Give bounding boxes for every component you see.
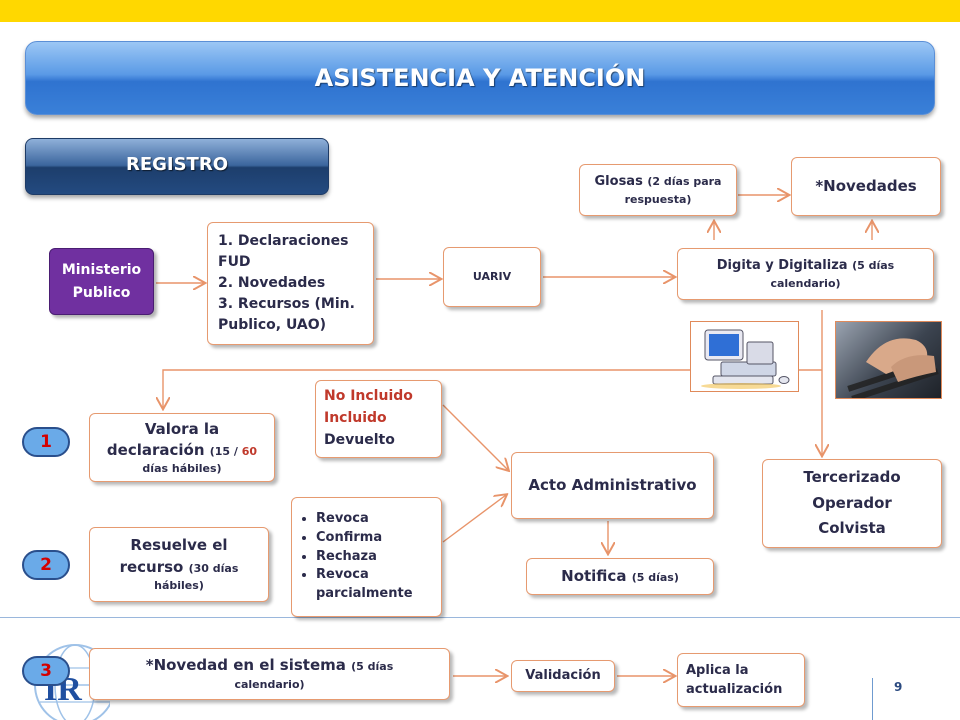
valora-main: declaración: [106, 440, 205, 459]
resuelve-line-2: recurso (30 días: [120, 557, 239, 579]
notifica-line: Notifica (5 días): [561, 566, 679, 588]
digita-detail-a: (5 días: [852, 259, 895, 272]
node-digita: Digita y Digitaliza (5 días calendario): [677, 248, 934, 300]
page-title: ASISTENCIA Y ATENCIÓN: [314, 64, 646, 92]
decisiones-list: Revoca Confirma Rechaza Revoca parcialme…: [296, 510, 441, 604]
notifica-detail: (5 días): [631, 570, 679, 584]
node-resuelve: Resuelve el recurso (30 días hábiles): [89, 527, 269, 602]
computer-picture: [690, 321, 799, 392]
digita-line-1: Digita y Digitaliza (5 días: [717, 256, 894, 276]
novedades-label: *Novedades: [815, 176, 917, 195]
novedad-sistema-main: *Novedad en el sistema: [145, 656, 346, 675]
declaraciones-line-4: 3. Recursos (Min.: [218, 296, 355, 312]
node-ministerio-publico: Ministerio Publico: [49, 248, 154, 315]
node-validacion: Validación: [511, 660, 615, 692]
valora-line-3: días hábiles): [142, 461, 222, 475]
glosas-main: Glosas: [594, 174, 643, 189]
valora-detail: (15 /: [209, 444, 242, 458]
arrow-estados-to-acto: [442, 404, 508, 470]
arrow-decisiones-to-acto: [442, 495, 506, 543]
step-badge-3: 3: [22, 656, 70, 686]
computer-icon: [701, 329, 790, 389]
estado-incluido: Incluido: [324, 410, 387, 427]
digita-detail-b: calendario): [770, 276, 841, 290]
decision-confirma: Confirma: [316, 529, 441, 548]
declaraciones-line-3: 2. Novedades: [218, 275, 326, 291]
notifica-main: Notifica: [561, 566, 627, 585]
glosas-line-1: Glosas (2 días para: [595, 172, 722, 192]
decision-revoca-parcialmente: Revoca parcialmente: [316, 566, 441, 604]
step-2-label: 2: [40, 555, 52, 575]
novedad-sistema-line-1: *Novedad en el sistema (5 días: [146, 655, 394, 677]
declaraciones-line-2: FUD: [218, 254, 251, 270]
top-accent-bar: [0, 0, 960, 22]
tercerizado-line-3: Colvista: [818, 519, 886, 538]
section-title: REGISTRO: [125, 154, 229, 175]
novedad-sistema-detail-b: calendario): [234, 677, 305, 691]
node-estados: No Incluido Incluido Devuelto: [315, 380, 442, 458]
resuelve-line-1: Resuelve el: [130, 535, 228, 554]
title-banner: ASISTENCIA Y ATENCIÓN: [25, 41, 935, 115]
decision-rechaza: Rechaza: [316, 548, 441, 567]
declaraciones-line-5: Publico, UAO): [218, 317, 327, 333]
glosas-detail-a: (2 días para: [647, 175, 722, 188]
uariv-label: UARIV: [472, 270, 512, 284]
step-badge-2: 2: [22, 550, 70, 580]
glosas-detail-b: respuesta): [624, 192, 692, 206]
node-novedad-sistema: *Novedad en el sistema (5 días calendari…: [89, 648, 450, 700]
valora-line-2: declaración (15 / 60: [107, 440, 257, 461]
arrow-to-valora: [163, 369, 822, 408]
node-glosas: Glosas (2 días para respuesta): [579, 164, 737, 216]
node-aplica: Aplica la actualización: [677, 653, 805, 707]
estado-no-incluido: No Incluido: [324, 388, 413, 405]
node-tercerizado: Tercerizado Operador Colvista: [762, 459, 942, 548]
node-novedades: *Novedades: [791, 157, 941, 216]
step-1-label: 1: [40, 432, 52, 452]
step-badge-1: 1: [22, 427, 70, 457]
tercerizado-line-1: Tercerizado: [803, 468, 901, 487]
ministerio-line-1: Ministerio: [61, 262, 142, 279]
resuelve-line-3: hábiles): [154, 579, 204, 593]
node-uariv: UARIV: [443, 247, 541, 307]
footer-vertical-rule: [872, 678, 873, 720]
decision-revoca: Revoca: [316, 510, 441, 529]
valora-detail-red: 60: [241, 444, 258, 458]
ministerio-line-2: Publico: [72, 284, 131, 301]
page-number: 9: [894, 680, 903, 694]
step-3-label: 3: [40, 661, 52, 681]
footer-divider: [0, 617, 960, 618]
resuelve-main: recurso: [119, 557, 184, 576]
aplica-line-2: actualización: [686, 682, 783, 697]
keyboard-photo: [835, 321, 942, 399]
estado-devuelto: Devuelto: [324, 431, 395, 448]
resuelve-detail: (30 días: [188, 561, 239, 575]
aplica-line-1: Aplica la: [686, 662, 749, 678]
novedad-sistema-detail-a: (5 días: [351, 660, 394, 674]
section-header: REGISTRO: [25, 138, 329, 195]
node-notifica: Notifica (5 días): [526, 558, 714, 595]
node-valora: Valora la declaración (15 / 60 días hábi…: [89, 413, 275, 482]
valora-line-1: Valora la: [144, 419, 220, 438]
declaraciones-line-1: 1. Declaraciones: [218, 233, 349, 249]
validacion-label: Validación: [525, 667, 601, 683]
digita-main: Digita y Digitaliza: [716, 258, 848, 273]
acto-label: Acto Administrativo: [528, 475, 697, 494]
typing-hands-icon: [847, 338, 939, 398]
node-acto-administrativo: Acto Administrativo: [511, 452, 714, 519]
node-declaraciones: 1. Declaraciones FUD 2. Novedades 3. Rec…: [207, 222, 374, 345]
tercerizado-line-2: Operador: [812, 493, 892, 512]
node-decisiones: Revoca Confirma Rechaza Revoca parcialme…: [291, 497, 442, 617]
